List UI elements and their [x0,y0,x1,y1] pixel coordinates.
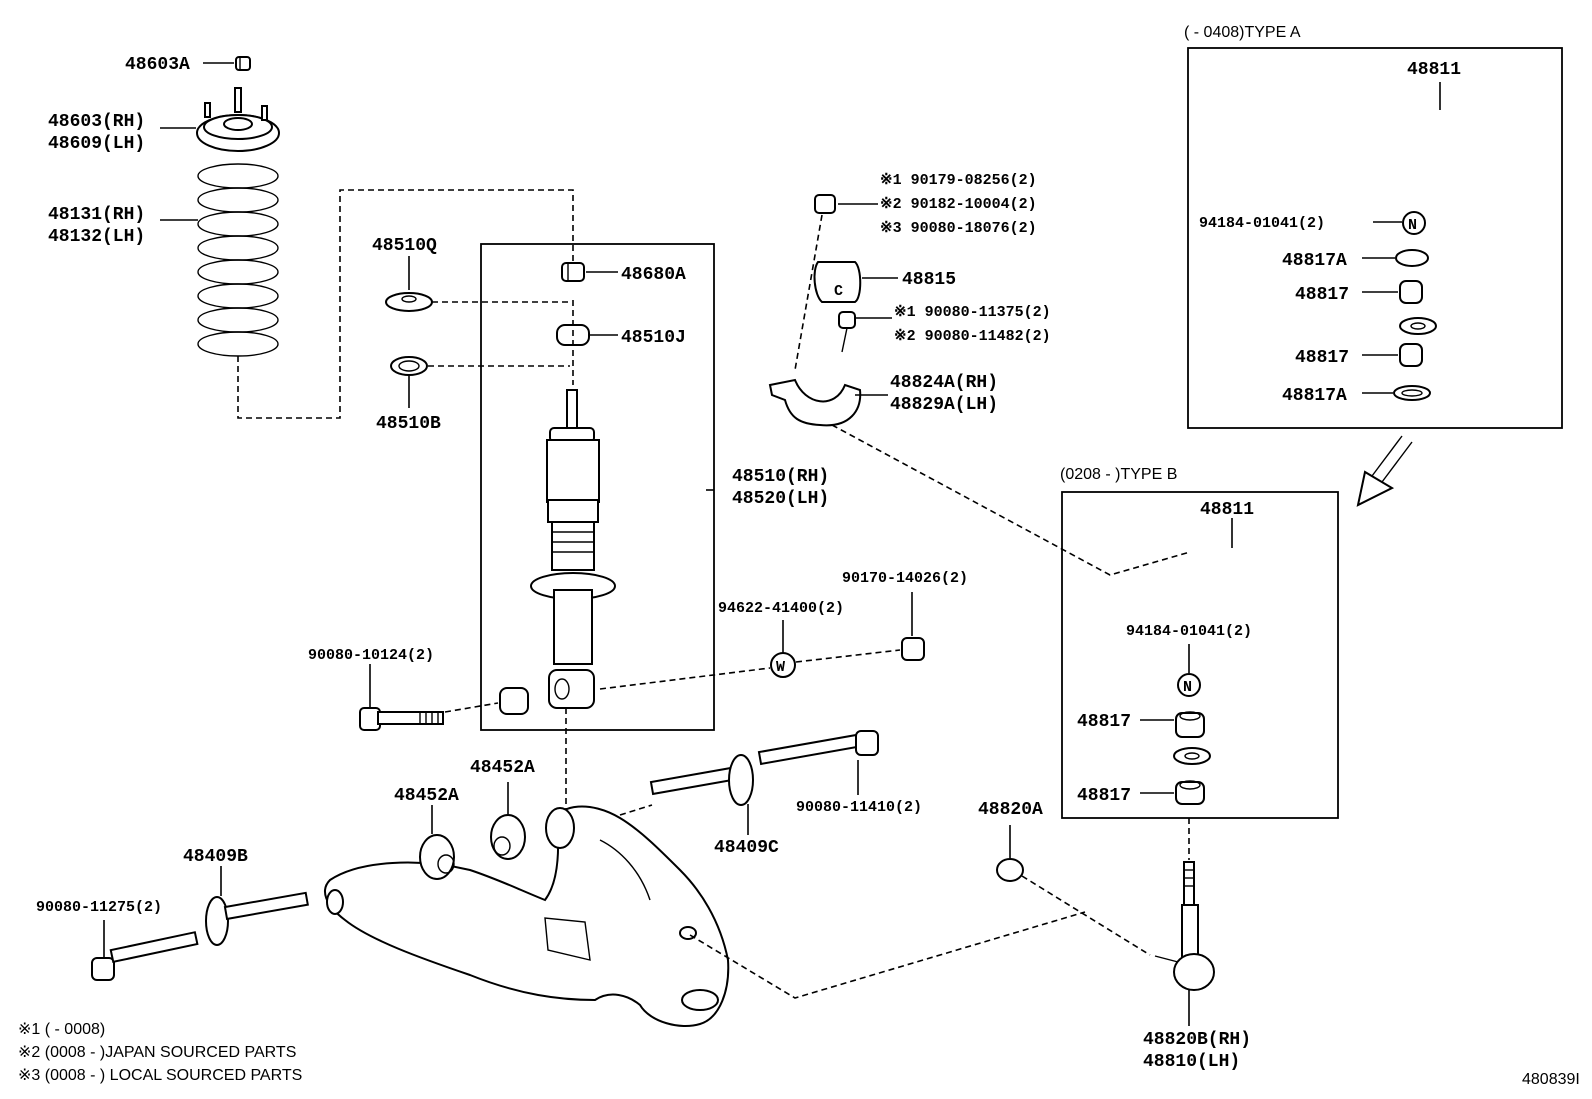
label-a-48817A-2: 48817A [1282,386,1347,406]
label-90080-18076: ※3 90080-18076(2) [880,220,1037,237]
bracket-48824A [768,378,862,427]
nut-90179-08256 [814,194,836,214]
label-48510B: 48510B [376,414,441,434]
label-90080-11375: ※1 90080-11375(2) [894,304,1051,321]
label-b-48811: 48811 [1200,500,1254,520]
label-a-94184: 94184-01041(2) [1199,215,1325,232]
nut-90170-14026 [901,637,925,661]
assembly-line-nut [795,649,901,663]
retainer-a-48817A-2 [1393,385,1431,401]
label-90179-08256: ※1 90179-08256(2) [880,172,1037,189]
label-a-48811: 48811 [1407,60,1461,80]
label-a-48817-1: 48817 [1295,285,1349,305]
label-48510Q: 48510Q [372,236,437,256]
assembly-line-bolt [444,702,499,713]
washer-b-n [1177,673,1201,697]
assembly-line-washer [599,667,771,690]
bushing-nut-left [499,687,529,715]
label-48603A: 48603A [125,55,190,75]
label-48132LH: 48132(LH) [48,227,145,247]
assembly-line-arm [689,911,1086,999]
bushing-48452A-right [490,814,526,860]
label-48609LH: 48609(LH) [48,134,145,154]
retainer-a-48817A-1 [1395,249,1429,267]
label-48815: 48815 [902,270,956,290]
label-a-48817A-1: 48817A [1282,251,1347,271]
bolt-90080-11275 [91,931,199,981]
arrow-type-a-to-b [1356,435,1413,507]
cushion-b-48817-2 [1175,780,1205,805]
cam-48409B [205,891,309,946]
bushing-48452A-left [419,834,455,880]
note-3: ※3 (0008 - ) LOCAL SOURCED PARTS [18,1067,302,1084]
nut-48820A [996,858,1024,882]
symbol-w: W [776,659,785,676]
label-48829A: 48829A(LH) [890,395,998,415]
label-48810: 48810(LH) [1143,1052,1240,1072]
coil-spring-48131 [197,163,279,357]
washer-a-n [1402,211,1426,235]
bushing-48815: C [813,261,862,303]
assembly-line-bracket [831,424,1191,576]
label-48680A: 48680A [621,265,686,285]
note-2: ※2 (0008 - )JAPAN SOURCED PARTS [18,1044,296,1061]
label-48820A: 48820A [978,800,1043,820]
label-48510J: 48510J [621,328,686,348]
label-48452A-left: 48452A [394,786,459,806]
label-90080-11275: 90080-11275(2) [36,899,162,916]
type-b-header: (0208 - )TYPE B [1060,466,1177,483]
label-a-48817-2: 48817 [1295,348,1349,368]
label-94622-41400: 94622-41400(2) [718,600,844,617]
label-48520LH: 48520(LH) [732,489,829,509]
bolt-90080-11410 [757,730,879,766]
support-48603 [196,87,280,152]
label-48510RH: 48510(RH) [732,467,829,487]
label-90080-11410: 90080-11410(2) [796,799,922,816]
cam-48409C [649,754,754,806]
label-90182-10004: ※2 90182-10004(2) [880,196,1037,213]
label-b-94184: 94184-01041(2) [1126,623,1252,640]
label-48824A: 48824A(RH) [890,373,998,393]
nut-48680A [561,262,585,282]
assembly-line-cam [619,804,653,816]
symbol-c: C [834,283,843,300]
assembly-line-spring [237,189,574,419]
label-90170-14026: 90170-14026(2) [842,570,968,587]
label-48603RH: 48603(RH) [48,112,145,132]
washer-48510B [390,356,428,376]
label-90080-11482: ※2 90080-11482(2) [894,328,1051,345]
symbol-n-b: N [1183,679,1192,696]
type-a-frame [1187,47,1563,429]
label-b-48817-1: 48817 [1077,712,1131,732]
shock-absorber [530,389,616,709]
cushion-b-48817-1 [1175,711,1205,738]
link-48820B [1154,861,1215,991]
stabilizer-bar-type-b [1133,505,1320,765]
cushion-a-48817-2 [1399,343,1423,367]
symbol-n-a: N [1408,217,1417,234]
figure-id: 480839I [1522,1071,1580,1088]
label-48409C: 48409C [714,838,779,858]
stabilizer-bar-type-a [1355,71,1540,335]
cushion-a-48817-1 [1399,280,1423,304]
bolt-90080-10124 [359,707,444,731]
label-b-48817-2: 48817 [1077,786,1131,806]
assembly-line-link [1021,875,1151,956]
label-48452A-right: 48452A [470,758,535,778]
insulator-48510Q [385,292,433,312]
assembly-line-stud [794,214,823,371]
nut-48603A [235,56,251,71]
note-1: ※1 ( - 0008) [18,1021,105,1038]
shock-assembly-frame [480,243,715,731]
label-48131RH: 48131(RH) [48,205,145,225]
label-90080-10124: 90080-10124(2) [308,647,434,664]
label-48409B: 48409B [183,847,248,867]
lower-arm [324,805,730,1027]
bolt-90080-11375 [838,311,856,353]
type-b-frame [1061,491,1339,819]
type-a-header: ( - 0408)TYPE A [1184,24,1301,41]
label-48820B: 48820B(RH) [1143,1030,1251,1050]
